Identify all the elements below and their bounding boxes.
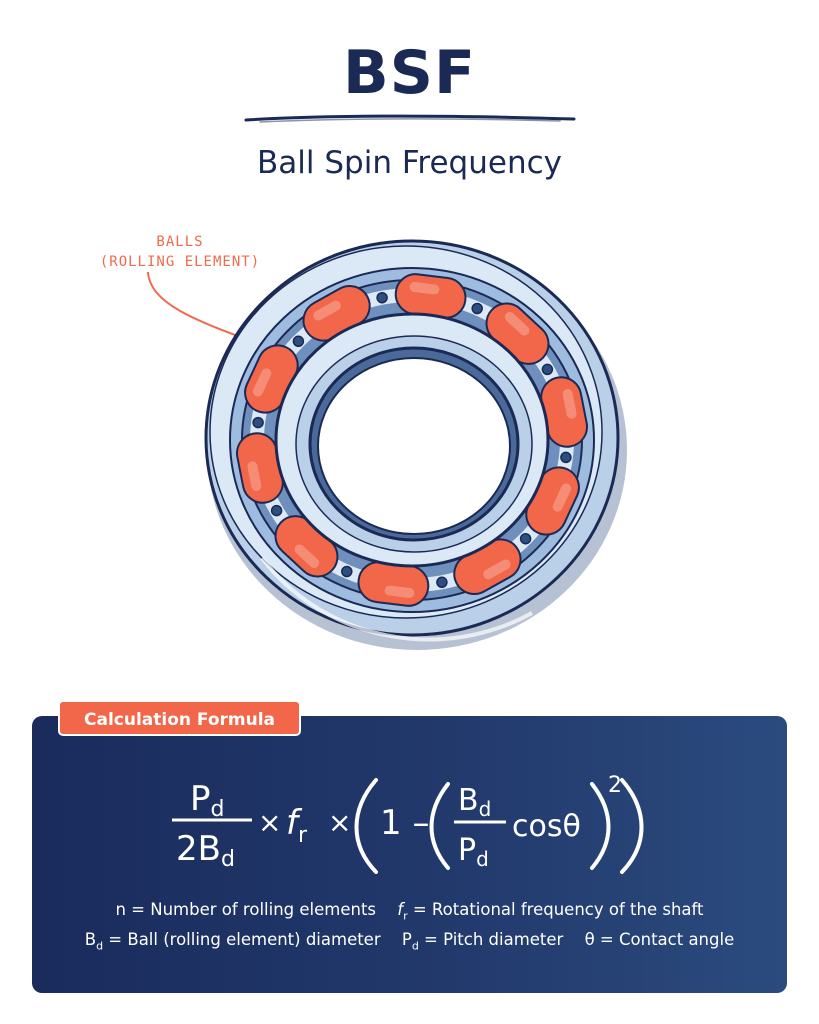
formula-power: 2	[608, 773, 622, 798]
cage-rivet	[519, 532, 532, 545]
title-underline	[244, 114, 576, 123]
cage-rivet	[270, 504, 283, 517]
bearing-diagram	[147, 239, 627, 650]
formula-times-2: ×	[328, 806, 351, 839]
cage-rivet	[471, 302, 483, 315]
formula-cos-theta: cosθ	[512, 809, 581, 844]
formula-right-paren-outer	[620, 778, 644, 874]
formula-left-paren-outer	[354, 778, 378, 874]
legend-pd: Pd = Pitch diameter	[401, 930, 564, 953]
formula-numerator: Pd	[190, 779, 224, 822]
page-subtitle: Ball Spin Frequency	[257, 145, 562, 181]
formula-legend-row-1: n = Number of rolling elements fr = Rota…	[32, 900, 787, 922]
legend-bd: Bd = Ball (rolling element) diameter	[84, 930, 381, 953]
ball	[357, 561, 430, 607]
cage-rivet	[252, 416, 264, 429]
callout-line-1: BALLS	[156, 234, 204, 250]
bore	[317, 357, 511, 535]
callout-line-2: (ROLLING ELEMENT)	[99, 254, 261, 270]
formula-inner-numerator: Bd	[458, 783, 491, 821]
cage-rivets	[252, 291, 572, 589]
formula-inner-denominator: Pd	[458, 833, 489, 871]
cage-rivet	[292, 335, 305, 348]
formula-panel	[32, 716, 787, 993]
formula-left-paren-inner	[429, 782, 450, 870]
cage-rivet	[341, 565, 353, 578]
legend-theta: θ = Contact angle	[584, 930, 735, 949]
cage-rivet	[436, 576, 448, 589]
formula-fr: fr	[286, 803, 308, 848]
formula-times-1: ×	[258, 806, 281, 839]
formula-legend-row-2: Bd = Ball (rolling element) diameter Pd …	[32, 930, 787, 952]
page-title: BSF	[343, 38, 476, 108]
balls-callout-label: BALLS (ROLLING ELEMENT)	[95, 232, 265, 272]
formula-denominator: 2Bd	[176, 829, 235, 872]
legend-n: n = Number of rolling elements	[115, 900, 377, 919]
cage-rivet	[541, 363, 554, 376]
calculation-formula-badge: Calculation Formula	[58, 700, 302, 736]
formula-right-paren-inner	[590, 782, 611, 870]
cage-rivet	[376, 291, 388, 304]
formula-one-minus: 1 –	[380, 803, 429, 843]
cage-rivet	[560, 451, 572, 464]
legend-fr: fr = Rotational frequency of the shaft	[397, 900, 704, 923]
